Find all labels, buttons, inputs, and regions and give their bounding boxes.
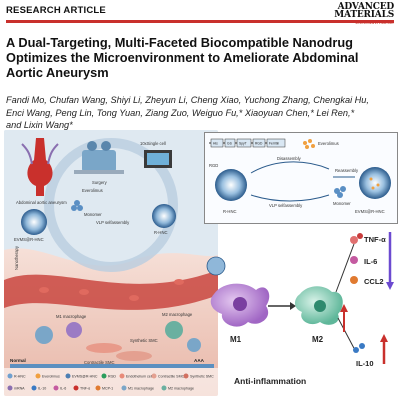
legend-item: EVMS@R-HNC bbox=[72, 375, 98, 379]
cytokine-line-down bbox=[337, 317, 357, 353]
everolimus-icon bbox=[303, 139, 315, 149]
cytokine-line-up bbox=[335, 243, 355, 293]
aorta-illustration bbox=[21, 138, 59, 196]
label-evms-left: EVMS@R-HNC bbox=[14, 237, 44, 242]
label-anti-inflammation: Anti-inflammation bbox=[234, 376, 306, 386]
svg-text:IL-6: IL-6 bbox=[364, 257, 377, 266]
legend-item: Contractile SMC bbox=[158, 375, 185, 379]
macrophage-polarization: M1 M2 TNF-α IL-6 CCL2 IL-10 bbox=[204, 224, 396, 398]
label-m2-left: M2 macrophage bbox=[162, 312, 193, 317]
smc-cells bbox=[86, 343, 152, 361]
author-list: Fandi Mo, Chufan Wang, Shiyi Li, Zheyun … bbox=[6, 95, 369, 131]
monomer-cluster-icon bbox=[334, 186, 346, 198]
label-m2: M2 bbox=[312, 335, 324, 344]
cytokine-il6: IL-6 bbox=[350, 256, 377, 266]
label-everolimus-right: Everolimus bbox=[318, 141, 339, 146]
label-synthetic-left: Synthetic SMC bbox=[130, 338, 158, 343]
legend-item: R-HNC bbox=[14, 375, 26, 379]
nanoparticle-rhnc-left bbox=[152, 204, 176, 228]
gene-block: Ferritin bbox=[269, 142, 279, 146]
article-title: A Dual-Targeting, Multi-Faceted Biocompa… bbox=[6, 35, 359, 80]
disassembly-arrow bbox=[250, 161, 330, 174]
legend-item: RGD bbox=[108, 375, 116, 379]
cytokine-ccl2: CCL2 bbox=[350, 276, 384, 286]
label-monomer-left: Monomer bbox=[84, 212, 102, 217]
gene-block: GS bbox=[227, 142, 233, 146]
gene-block: His bbox=[213, 142, 218, 146]
label-aaa-top: Abdominal aortic aneurysm bbox=[16, 200, 67, 205]
assembly-schematic-svg: His GS SpyT RGD Ferritin Everolimus R-HN… bbox=[209, 138, 391, 214]
label-nanotherapy: Nanotherapy bbox=[14, 245, 19, 270]
nanoparticle-evms bbox=[359, 167, 391, 199]
label-disassembly: Disassembly bbox=[277, 156, 302, 161]
label-rhnc-left: R-HNC bbox=[154, 230, 168, 235]
section-label: RESEARCH ARTICLE bbox=[6, 5, 106, 16]
svg-text:TNF-α: TNF-α bbox=[364, 235, 386, 244]
gene-block: SpyT bbox=[239, 142, 247, 146]
increase-arrowhead-il10 bbox=[380, 334, 388, 342]
label-aaa: AAA bbox=[194, 358, 205, 363]
nanoparticle-treatment bbox=[206, 256, 226, 276]
monomer-icon bbox=[71, 200, 83, 211]
legend-item: mRNA bbox=[14, 387, 25, 391]
label-m1-left: M1 macrophage bbox=[56, 314, 87, 319]
label-contractile-left: Contractile SMC bbox=[84, 360, 114, 365]
gene-block: RGD bbox=[255, 142, 263, 146]
nanoparticle-evms-left bbox=[21, 209, 47, 235]
label-rgd: RGD bbox=[209, 163, 218, 168]
figure-legend-svg: R-HNC Everolimus EVMS@R-HNC RGD Endothel… bbox=[7, 373, 214, 391]
header-divider bbox=[6, 20, 394, 23]
legend-item: TNF-α bbox=[80, 387, 90, 391]
cytokine-tnf: TNF-α bbox=[350, 233, 386, 244]
legend-item: M2 macrophage bbox=[168, 387, 194, 391]
figure-legend: R-HNC Everolimus EVMS@R-HNC RGD Endothel… bbox=[4, 368, 218, 398]
decrease-arrowhead bbox=[386, 282, 394, 290]
polarization-arrowhead bbox=[290, 302, 296, 310]
label-reassembly: Reassembly bbox=[335, 168, 359, 173]
legend-item: Synthetic SMC bbox=[190, 375, 214, 379]
macrophage-polarization-svg: M1 M2 TNF-α IL-6 CCL2 IL-10 bbox=[206, 232, 394, 386]
label-everolimus-left: Everolimus bbox=[82, 188, 103, 193]
legend-item: MCP-1 bbox=[102, 387, 113, 391]
label-surgery: Surgery bbox=[92, 180, 108, 185]
gene-construct: His GS SpyT RGD Ferritin bbox=[209, 138, 286, 148]
legend-item: IL-6 bbox=[60, 387, 66, 391]
loaded-drug-icon bbox=[369, 177, 380, 190]
nanoparticle-rhnc bbox=[215, 169, 247, 201]
label-m1: M1 bbox=[230, 335, 242, 344]
journal-logo[interactable]: ADVANCED MATERIALS www.advmat.de bbox=[322, 2, 394, 27]
journal-name: ADVANCED MATERIALS bbox=[334, 2, 394, 20]
graphical-abstract-left-svg: Abdominal aortic aneurysm Surgery 10xSin… bbox=[4, 130, 218, 396]
graphical-abstract-left: Abdominal aortic aneurysm Surgery 10xSin… bbox=[4, 130, 218, 396]
label-monomer-right: Monomer bbox=[333, 201, 351, 206]
surgery-illustration bbox=[74, 141, 124, 174]
svg-text:CCL2: CCL2 bbox=[364, 277, 384, 286]
legend-item: Endothelium cell bbox=[126, 375, 153, 379]
increase-arrowhead-m2 bbox=[340, 304, 348, 312]
vlp-arrow bbox=[250, 194, 330, 202]
blood-vessel bbox=[4, 270, 218, 310]
assembly-schematic: His GS SpyT RGD Ferritin Everolimus R-HN… bbox=[204, 132, 398, 224]
label-single-cell: 10xSingle cell bbox=[140, 141, 166, 146]
m1-nucleus bbox=[233, 297, 247, 311]
legend-item: Everolimus bbox=[42, 375, 60, 379]
label-vlp-right: VLP selfassembly bbox=[269, 203, 303, 208]
single-cell-chip-icon bbox=[144, 150, 172, 168]
m2-nucleus bbox=[314, 300, 326, 312]
cytokine-il10: IL-10 bbox=[353, 343, 374, 368]
svg-text:IL-10: IL-10 bbox=[356, 359, 374, 368]
journal-url[interactable]: www.advmat.de bbox=[355, 20, 394, 26]
label-vlp-left: VLP selfassembly bbox=[96, 220, 130, 225]
macrophage-cells bbox=[35, 321, 201, 352]
blood-cells bbox=[39, 279, 184, 301]
label-rhnc-right: R-HNC bbox=[223, 209, 237, 214]
label-normal: Normal bbox=[10, 358, 26, 363]
legend-item: IL-10 bbox=[38, 387, 46, 391]
label-evms-right: EVMS@R-HNC bbox=[355, 209, 385, 214]
legend-item: M1 macrophage bbox=[128, 387, 154, 391]
